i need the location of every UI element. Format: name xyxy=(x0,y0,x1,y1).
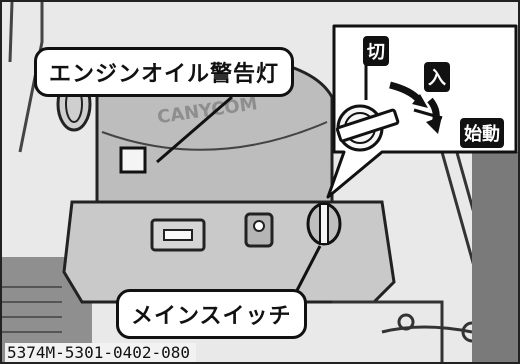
panel-socket xyxy=(150,218,206,252)
key-position-start-label: 始動 xyxy=(460,118,504,148)
oil-lamp-leader-line xyxy=(156,95,233,164)
document-code: 5374M-5301-0402-080 xyxy=(5,343,197,362)
main-switch-callout: メインスイッチ xyxy=(116,289,307,339)
key-position-on-label: 入 xyxy=(424,62,450,92)
key-position-off-label: 切 xyxy=(363,36,389,66)
panel-plug xyxy=(244,212,274,248)
oil-warning-lamp-callout: エンジンオイル警告灯 xyxy=(34,47,295,97)
oil-warning-lamp xyxy=(119,146,147,174)
main-key-switch xyxy=(306,202,342,246)
key-switch-detail-bubble xyxy=(326,24,518,199)
